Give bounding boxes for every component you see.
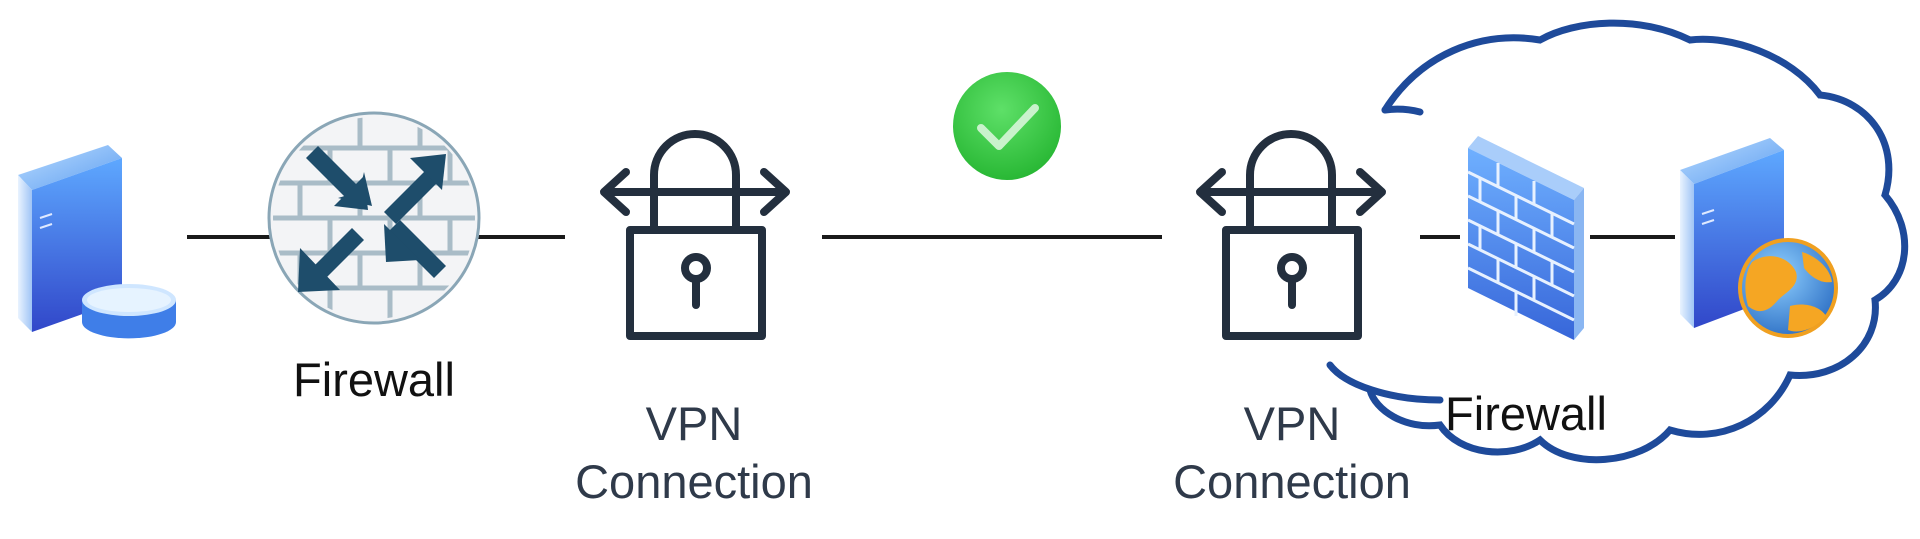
left-vpn-label: VPN Connection [575,395,813,511]
vpn-lock-icon [600,130,790,340]
globe-icon [1738,238,1838,338]
right-vpn-label-line2: Connection [1173,455,1411,508]
router-firewall-icon [267,111,481,325]
left-vpn-label-line2: Connection [575,455,813,508]
right-firewall-label: Firewall [1445,387,1607,440]
success-check-icon [953,72,1061,180]
web-server-icon [1680,138,1838,338]
cloud-icon-lower-arc [1326,361,1444,404]
cloud-icon-left-arc [1381,105,1424,116]
right-vpn-label: VPN Connection [1173,395,1411,511]
brick-wall-firewall-icon [1467,136,1584,340]
cloud-icon [1366,19,1909,464]
vpn-lock-icon [1196,130,1386,340]
left-vpn-label-line1: VPN [645,397,743,450]
right-vpn-label-line1: VPN [1243,397,1341,450]
database-server-icon [18,145,176,339]
left-firewall-label: Firewall [293,353,455,406]
